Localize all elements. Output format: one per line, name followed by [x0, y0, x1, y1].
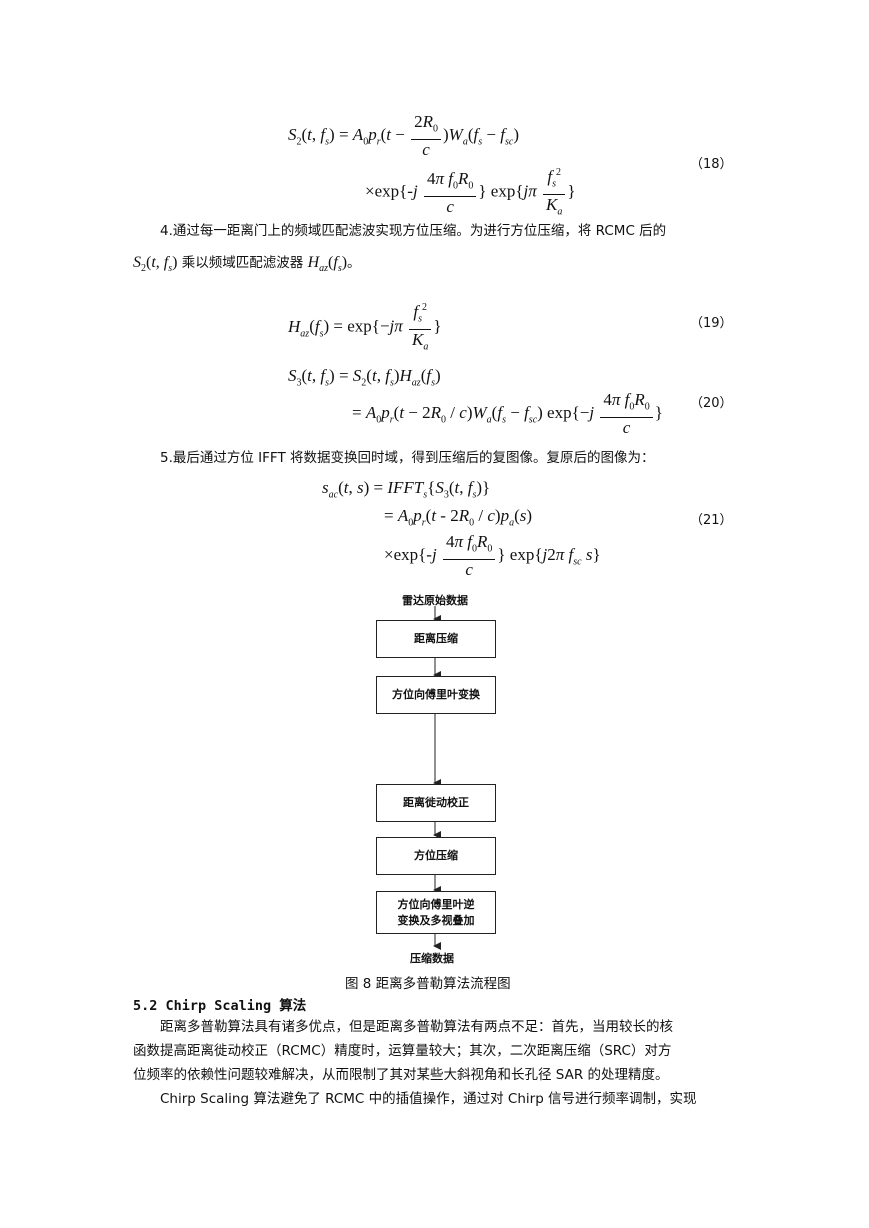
step4-text-line2-a: 乘以频域匹配滤波器	[181, 255, 304, 271]
equation-20-line-2: = A0pr(t − 2R0 / c)Wa(fs − fsc) exp{−j 4…	[352, 390, 663, 438]
equation-20-number: （20）	[690, 396, 733, 411]
paragraph-1-line-3: 位频率的依赖性问题较难解决，从而限制了其对某些大斜视角和长孔径 SAR 的处理精…	[133, 1067, 669, 1083]
paragraph-1-line-1: 距离多普勒算法具有诸多优点，但是距离多普勒算法有两点不足：首先，当用较长的核	[160, 1019, 673, 1035]
equation-19-number: （19）	[690, 316, 733, 331]
flow-input-label: 雷达原始数据	[402, 594, 468, 607]
flow-step-range-compression: 距离压缩	[376, 620, 496, 658]
step4-text: 4.通过每一距离门上的频域匹配滤波实现方位压缩。为进行方位压缩，将 RCMC 后…	[160, 223, 667, 239]
step4-text-line2-b: 。	[347, 255, 361, 271]
paragraph-2-line-1: Chirp Scaling 算法避免了 RCMC 中的插值操作，通过对 Chir…	[160, 1091, 697, 1107]
step4-text-line2: S2(t, fs) 乘以频域匹配滤波器 Haz(fs)。	[133, 254, 361, 275]
paragraph-1-line-2: 函数提高距离徙动校正（RCMC）精度时，运算量较大；其次，二次距离压缩（SRC）…	[133, 1043, 672, 1059]
step5-text: 5.最后通过方位 IFFT 将数据变换回时域，得到压缩后的复图像。复原后的图像为…	[160, 450, 655, 466]
figure-caption: 图 8 距离多普勒算法流程图	[345, 976, 511, 992]
equation-21-number: （21）	[690, 513, 733, 528]
flow-step-azimuth-ifft-multilook: 方位向傅里叶逆 变换及多视叠加	[376, 891, 496, 934]
flow-step-azimuth-fft: 方位向傅里叶变换	[376, 676, 496, 714]
flow-step-azimuth-compression: 方位压缩	[376, 837, 496, 875]
flow-step-rcmc: 距离徙动校正	[376, 784, 496, 822]
flow-output-label: 压缩数据	[410, 952, 454, 965]
equation-21-line-2: = A0pr(t - 2R0 / c)pa(s)	[384, 506, 533, 529]
equation-21-line-1: sac(t, s) = IFFTs{S3(t, fs)}	[322, 478, 491, 501]
equation-20-line-1: S3(t, fs) = S2(t, fs)Haz(fs)	[288, 366, 441, 389]
equation-18-number: （18）	[690, 157, 733, 172]
section-heading: 5.2 Chirp Scaling 算法	[133, 998, 307, 1014]
